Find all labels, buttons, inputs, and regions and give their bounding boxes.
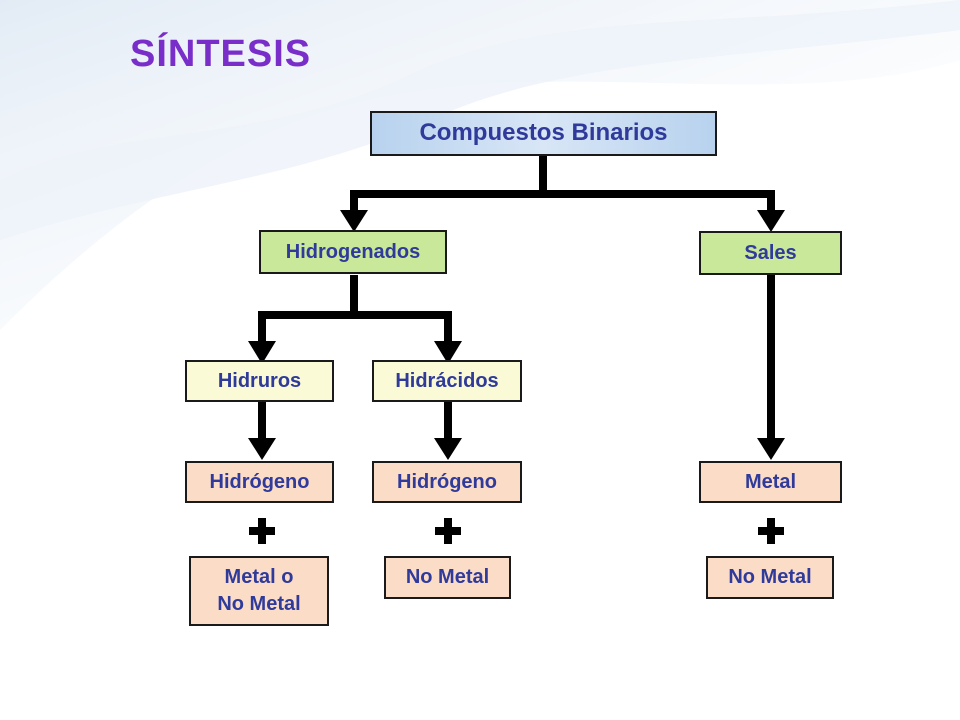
hidruros-hidrogeno-node: Hidrógeno xyxy=(185,461,334,503)
sales-metal-node: Metal xyxy=(699,461,842,503)
plus-icon xyxy=(758,518,784,544)
hidracidos-node: Hidrácidos xyxy=(372,360,522,402)
plus-icon xyxy=(435,518,461,544)
hidruros-node: Hidruros xyxy=(185,360,334,402)
hidruros-second-line2: No Metal xyxy=(217,593,301,615)
hidracidos-hidrogeno-node: Hidrógeno xyxy=(372,461,522,503)
page-title: SÍNTESIS xyxy=(130,33,312,75)
hidruros-second-line1: Metal o xyxy=(224,566,294,588)
plus-icon xyxy=(249,518,275,544)
hidrogenados-node: Hidrogenados xyxy=(259,230,447,274)
sales-node: Sales xyxy=(699,231,842,275)
hidruros-second-component-node: Metal o No Metal xyxy=(189,556,329,626)
sales-no-metal-node: No Metal xyxy=(706,556,834,599)
hidracidos-no-metal-node: No Metal xyxy=(384,556,511,599)
root-node: Compuestos Binarios xyxy=(370,111,717,156)
